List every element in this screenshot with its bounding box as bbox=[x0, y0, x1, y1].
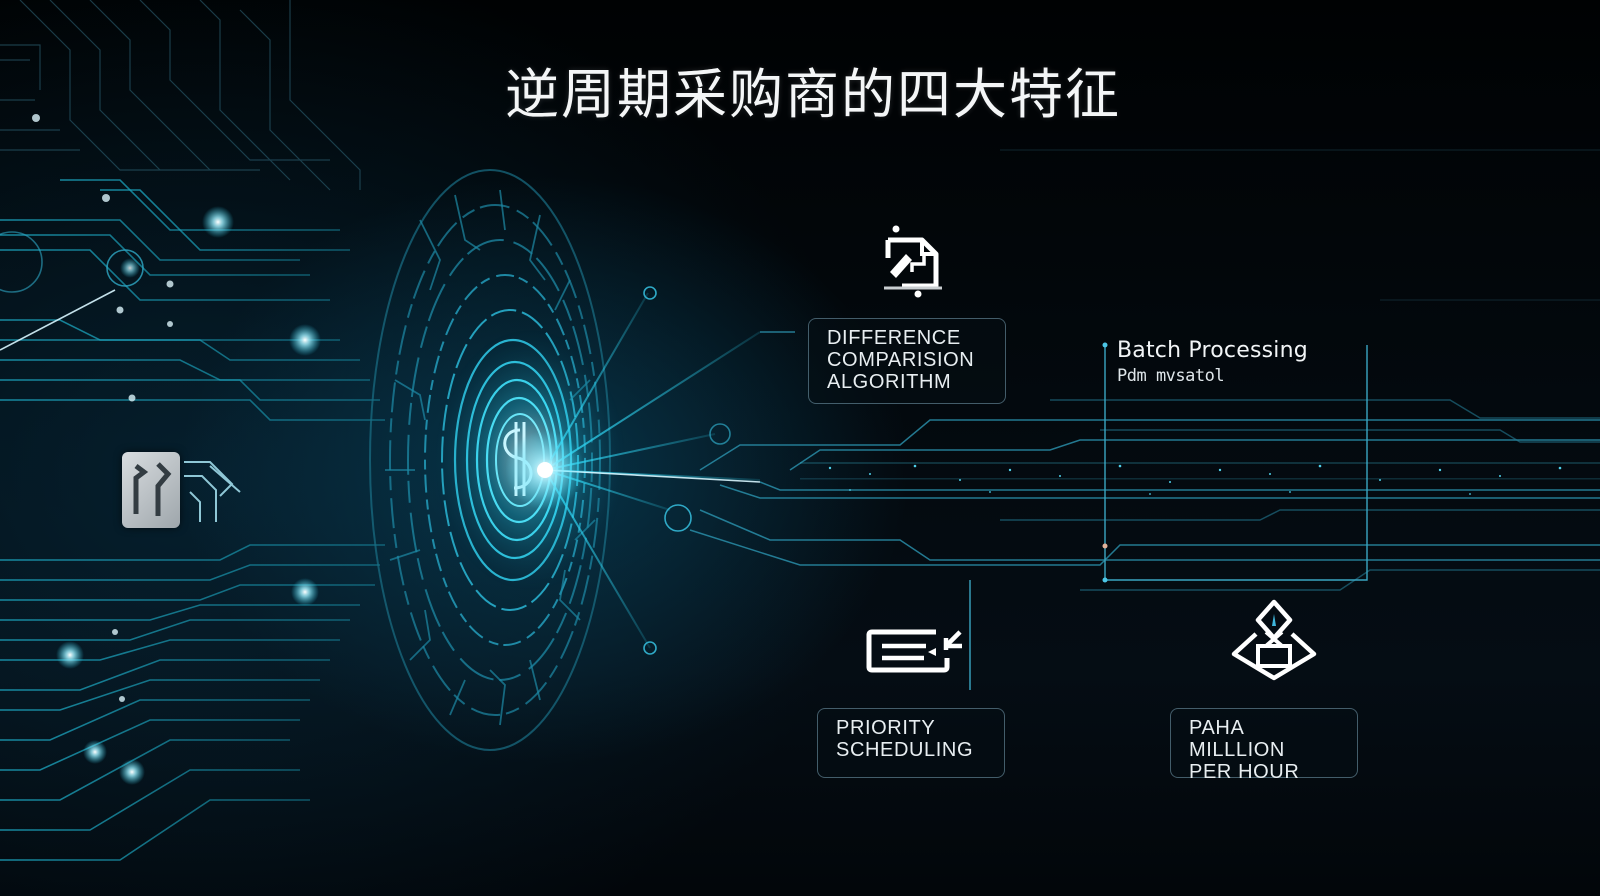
feature-line: PRIORITY bbox=[836, 717, 936, 739]
ticket-arrow-icon bbox=[866, 629, 962, 673]
feature-difference-comparison: DIFFERENCE COMPARISION ALGORITHM bbox=[808, 318, 1006, 404]
slide-title: 逆周期采购商的四大特征 bbox=[505, 63, 1121, 126]
feature-line: COMPARISION bbox=[827, 349, 975, 371]
feature-line: ALGORITHM bbox=[827, 371, 952, 393]
feature-throughput: PAHA MILLLION PER HOUR bbox=[1170, 708, 1358, 783]
feature-line: DIFFERENCE bbox=[827, 327, 961, 349]
feature-priority-scheduling: PRIORITY SCHEDULING bbox=[817, 708, 1005, 778]
chip-circuit-icon bbox=[184, 461, 241, 522]
feature-batch-subtitle: Pdm mvsatol bbox=[1117, 366, 1225, 386]
diamond-box-icon bbox=[1231, 599, 1317, 681]
document-pen-icon bbox=[884, 225, 942, 298]
feature-line: PER HOUR bbox=[1189, 761, 1300, 783]
feature-line: SCHEDULING bbox=[836, 739, 974, 761]
feature-batch-title: Batch Processing bbox=[1117, 338, 1308, 363]
chip-logo-icon bbox=[122, 452, 180, 528]
feature-line: PAHA MILLLION bbox=[1189, 717, 1285, 761]
